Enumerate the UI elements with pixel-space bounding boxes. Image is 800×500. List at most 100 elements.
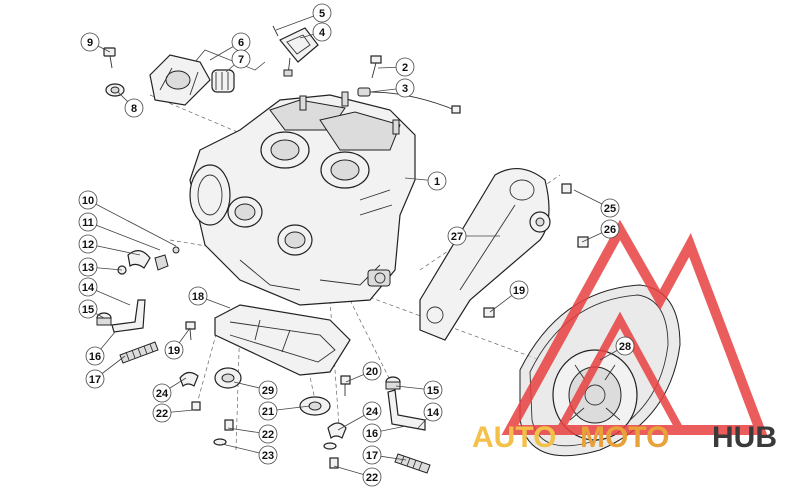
callout-29: 29 [233, 380, 278, 400]
callout-17: 17 [85, 355, 126, 389]
cap-15-right [385, 376, 401, 390]
callout-14: 14 [417, 402, 443, 429]
callout-11: 11 [78, 212, 161, 251]
callout-label: 13 [82, 262, 94, 274]
watermark-moto: MOTO [580, 421, 669, 454]
callout-label: 24 [156, 388, 169, 400]
handle-4 [279, 27, 319, 77]
callout-24: 24 [152, 377, 187, 403]
clutch-assembly [552, 349, 638, 441]
callout-marker [258, 424, 278, 444]
callout-label: 8 [131, 103, 137, 115]
callouts: 1234567891011121314151617181919202122222… [78, 3, 635, 487]
bolt-22-left [191, 401, 201, 411]
callout-marker [78, 190, 98, 210]
callout-marker [258, 401, 278, 421]
callout-marker [85, 369, 105, 389]
callout-marker [600, 219, 620, 239]
callout-6: 6 [209, 32, 251, 61]
callout-label: 28 [619, 341, 631, 353]
callout-15: 15 [395, 380, 443, 400]
callout-21: 21 [258, 401, 311, 421]
callout-22: 22 [152, 403, 195, 423]
callout-label: 15 [82, 304, 94, 316]
callout-18: 18 [188, 286, 231, 309]
callout-marker [600, 198, 620, 218]
callout-26: 26 [581, 219, 620, 243]
callout-marker [152, 383, 172, 403]
callout-marker [80, 32, 100, 52]
callout-marker [395, 57, 415, 77]
callout-label: 6 [238, 37, 244, 49]
callout-label: 21 [262, 406, 274, 418]
watermark-auto: AUTO [472, 421, 556, 454]
callout-label: 26 [604, 224, 616, 236]
callout-marker [78, 234, 98, 254]
watermark-hub: HUB [712, 421, 777, 454]
grommet-8 [105, 83, 125, 97]
bolt-19-left [185, 321, 196, 341]
callout-marker [78, 299, 98, 319]
callout-marker [395, 78, 415, 98]
callout-10: 10 [78, 190, 177, 247]
callout-27: 27 [447, 226, 500, 246]
callout-label: 14 [82, 282, 95, 294]
callout-17: 17 [362, 445, 407, 465]
bolt-19-right [483, 307, 495, 318]
callout-marker [362, 423, 382, 443]
callout-marker [423, 402, 443, 422]
callout-label: 3 [402, 83, 408, 95]
callout-1: 1 [404, 171, 447, 191]
bracket-27 [419, 168, 550, 341]
callout-marker [258, 445, 278, 465]
callout-14: 14 [78, 277, 131, 306]
callout-label: 22 [156, 408, 168, 420]
callout-label: 7 [238, 54, 244, 66]
callout-8: 8 [117, 91, 144, 118]
callout-label: 16 [366, 428, 378, 440]
clamp-24-left [179, 371, 199, 387]
callout-4: 4 [299, 22, 332, 42]
washer-23 [213, 438, 337, 450]
callout-label: 18 [192, 291, 204, 303]
sensor-3 [357, 87, 461, 114]
callout-marker [362, 445, 382, 465]
callout-marker [258, 380, 278, 400]
callout-12: 12 [78, 234, 141, 256]
callout-marker [85, 346, 105, 366]
callout-marker [78, 212, 98, 232]
callout-leader [87, 199, 177, 247]
callout-marker [615, 336, 635, 356]
callout-marker [312, 22, 332, 42]
callout-13: 13 [78, 257, 123, 277]
callout-marker [427, 171, 447, 191]
callout-marker [362, 467, 382, 487]
callout-label: 10 [82, 195, 94, 207]
callout-marker [164, 340, 184, 360]
callout-label: 12 [82, 239, 94, 251]
callout-28: 28 [599, 336, 635, 361]
callout-label: 2 [402, 62, 408, 74]
callout-marker [231, 49, 251, 69]
callout-22: 22 [333, 465, 382, 487]
callout-marker [509, 280, 529, 300]
callout-23: 23 [221, 443, 278, 465]
callout-19: 19 [489, 280, 529, 313]
callout-marker [362, 361, 382, 381]
fitting-10 [172, 246, 180, 254]
bolt-2 [370, 55, 382, 79]
callout-2: 2 [377, 57, 415, 77]
callout-16: 16 [85, 331, 116, 366]
callout-20: 20 [345, 361, 382, 383]
callout-marker [312, 3, 332, 23]
callout-label: 9 [87, 37, 93, 49]
callout-label: 4 [319, 27, 326, 39]
hose-14-right [387, 389, 426, 431]
callout-label: 27 [451, 231, 463, 243]
callout-9: 9 [80, 32, 111, 53]
callout-24: 24 [337, 401, 382, 431]
callout-label: 24 [366, 406, 379, 418]
callout-label: 17 [366, 450, 378, 462]
callout-leader [87, 221, 161, 251]
